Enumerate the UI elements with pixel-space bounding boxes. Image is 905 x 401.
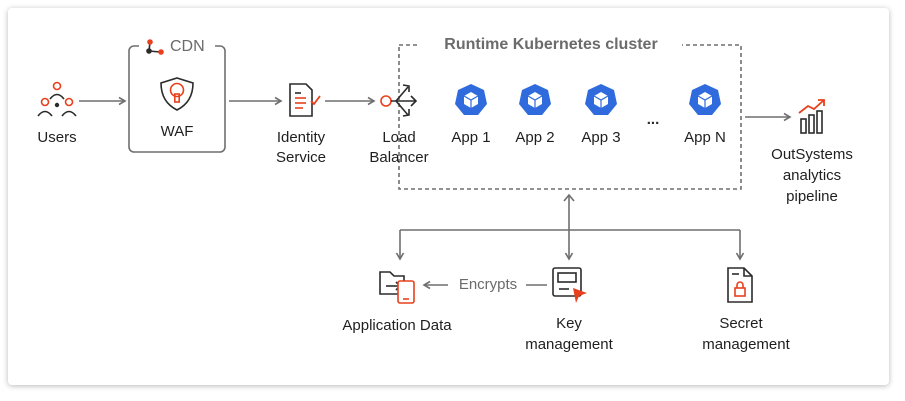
users-icon [37,81,77,117]
analytics-chart-icon [798,99,825,134]
kubernetes-app-icon [519,84,551,115]
secret-management-label-1: Secret [719,315,763,332]
application-data-icon [379,271,415,304]
identity-service-label-2: Service [275,149,327,166]
waf-shield-icon [160,77,194,111]
users-label: Users [37,129,77,146]
apps-ellipsis: ... [646,111,660,128]
identity-service-label-1: Identity [276,129,326,146]
load-balancer-icon [380,84,418,117]
cdn-label: CDN [170,38,205,55]
kubernetes-app-icon [455,84,487,115]
analytics-label-1: OutSystems [771,146,853,163]
app-1-label: App 1 [451,129,491,146]
app-2-label: App 2 [515,129,555,146]
app-n-label: App N [684,129,726,146]
waf-label: WAF [160,123,194,140]
application-data-label: Application Data [342,317,452,334]
cluster-title: Runtime Kubernetes cluster [444,36,658,53]
secret-document-icon [727,267,753,303]
analytics-label-2: analytics [782,167,842,184]
secret-management-label-2: management [702,336,790,353]
key-management-label-2: management [525,336,613,353]
kubernetes-app-icon [585,84,617,115]
kubernetes-app-icon [689,84,721,115]
key-management-icon [552,267,587,303]
encrypts-label: Encrypts [458,276,518,293]
identity-document-icon [289,83,321,117]
cluster-box [398,44,742,190]
key-management-label-1: Key [556,315,582,332]
load-balancer-label-1: Load [382,129,416,146]
analytics-label-3: pipeline [786,188,838,205]
load-balancer-label-2: Balancer [369,149,429,166]
diagram-frame [8,8,889,385]
app-3-label: App 3 [581,129,621,146]
cdn-icon [146,39,164,55]
